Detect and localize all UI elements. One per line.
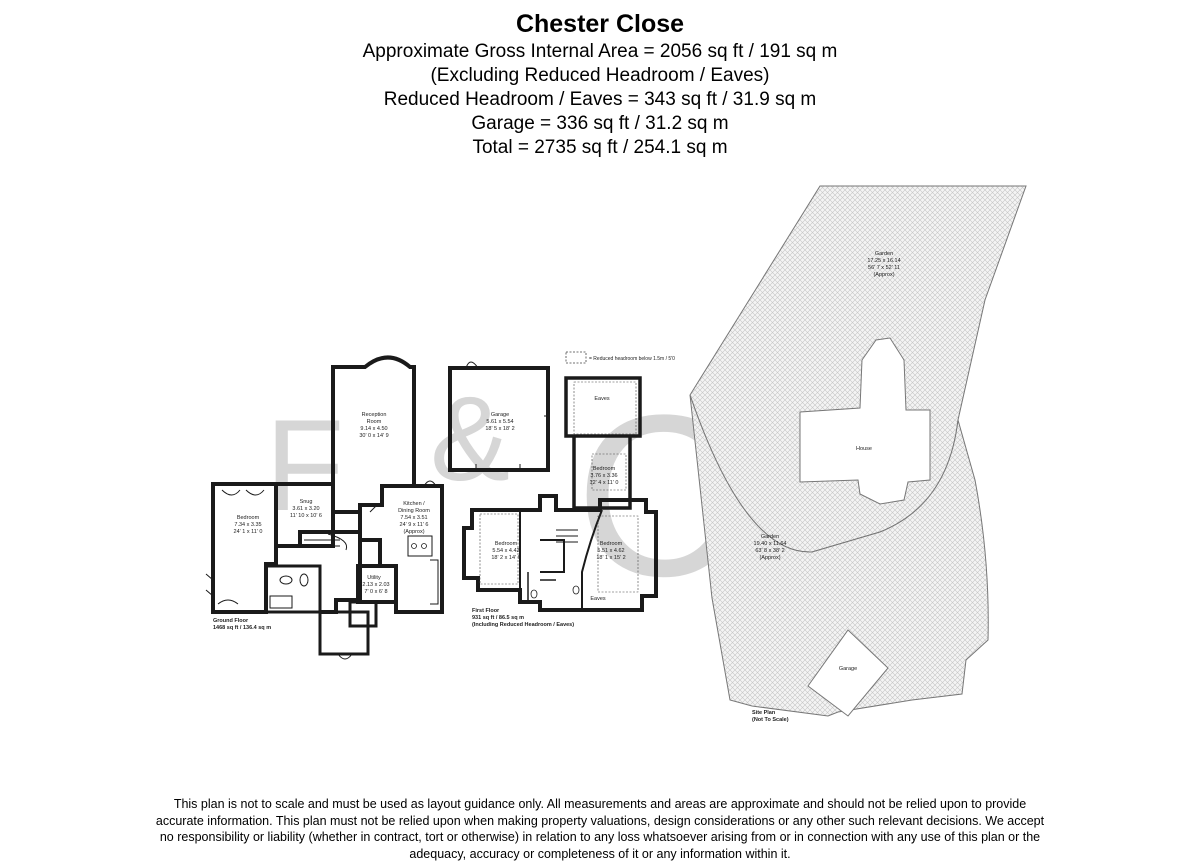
site-garden-bottom-metric: 19.40 x 11.64 bbox=[754, 541, 787, 547]
reduced-headroom-area: Reduced Headroom / Eaves = 343 sq ft / 3… bbox=[383, 89, 817, 110]
ground-floor-area: 1468 sq ft / 136.4 sq m bbox=[213, 625, 271, 631]
reception-imperial: 30' 0 x 14' 9 bbox=[359, 433, 388, 439]
eaves-top-walls bbox=[564, 376, 642, 438]
legend-text: = Reduced headroom below 1.5m / 5'0 bbox=[589, 356, 675, 362]
first-floor-main-walls bbox=[462, 494, 658, 612]
bathroom-toilet bbox=[299, 573, 309, 587]
site-plan: Garden 17.25 x 16.14 56' 7 x 52' 11 (App… bbox=[689, 185, 1027, 723]
reception-name-2: Room bbox=[367, 419, 382, 425]
garage-imperial: 18' 5 x 18' 2 bbox=[485, 426, 514, 432]
bedroom-top-imperial: 12' 4 x 11' 0 bbox=[590, 480, 619, 486]
first-floor-area: 931 sq ft / 86.5 sq m bbox=[472, 615, 524, 621]
utility-metric: 2.13 x 2.03 bbox=[362, 582, 389, 588]
site-garden-bottom-imperial: 63' 8 x 38' 2 bbox=[755, 548, 784, 554]
site-plan-scale-note: (Not To Scale) bbox=[752, 717, 789, 723]
bedroom-top-name: Bedroom bbox=[593, 466, 616, 472]
bedroom-left-imperial: 18' 2 x 14' 6 bbox=[491, 555, 520, 561]
first-floor-bathroom bbox=[527, 572, 556, 604]
reception-metric: 9.14 x 4.50 bbox=[360, 426, 387, 432]
garage-metric: 5.61 x 5.54 bbox=[486, 419, 513, 425]
bedroom-right-imperial: 18' 1 x 15' 2 bbox=[596, 555, 625, 561]
bedroom-gf-imperial: 24' 1 x 11' 0 bbox=[234, 529, 263, 535]
plan-header: Chester Close Approximate Gross Internal… bbox=[0, 8, 1200, 160]
site-garden-top-imperial: 56' 7 x 52' 11 bbox=[868, 265, 900, 271]
front-door-arc bbox=[337, 653, 353, 660]
site-garden-top-note: (Approx) bbox=[873, 272, 894, 278]
site-garage-outline bbox=[807, 629, 889, 717]
ground-doors bbox=[205, 480, 437, 605]
bathroom-basin bbox=[279, 575, 293, 585]
site-garden-top-metric: 17.25 x 16.14 bbox=[867, 258, 900, 264]
bedroom-gf-name: Bedroom bbox=[237, 515, 260, 521]
kitchen-island bbox=[407, 535, 433, 557]
svg-text:&: & bbox=[430, 372, 510, 506]
kitchen-metric: 7.54 x 3.51 bbox=[400, 515, 427, 521]
site-garden-bottom bbox=[689, 394, 989, 717]
stairs bbox=[304, 533, 348, 551]
gross-internal-area: Approximate Gross Internal Area = 2056 s… bbox=[362, 41, 838, 62]
site-garage-name: Garage bbox=[839, 666, 857, 672]
garage-plan bbox=[448, 361, 550, 472]
site-house-name: House bbox=[856, 446, 872, 452]
first-floor-eaves-hatch bbox=[479, 381, 639, 593]
ground-floor-labels: Reception Room 9.14 x 4.50 30' 0 x 14' 9… bbox=[213, 412, 430, 631]
reduced-headroom-legend: = Reduced headroom below 1.5m / 5'0 bbox=[565, 351, 675, 364]
first-floor-note: (Including Reduced Headroom / Eaves) bbox=[472, 622, 574, 628]
bedroom-gf-metric: 7.34 x 3.35 bbox=[234, 522, 261, 528]
bedroom-right-name: Bedroom bbox=[600, 541, 623, 547]
site-garden-bottom-name: Garden bbox=[761, 534, 779, 540]
first-floor-plan bbox=[462, 376, 658, 612]
site-garden-bottom-note: (Approx) bbox=[759, 555, 780, 561]
bathroom-bath bbox=[269, 595, 293, 609]
kitchen-name-2: Dining Room bbox=[398, 508, 430, 514]
site-garden-top-name: Garden bbox=[875, 251, 893, 257]
first-floor-bedroom-divisions bbox=[519, 509, 603, 610]
kitchen-note: (Approx) bbox=[403, 529, 424, 535]
total-area: Total = 2735 sq ft / 254.1 sq m bbox=[472, 137, 728, 158]
bedroom-right-metric: 5.51 x 4.62 bbox=[597, 548, 624, 554]
garage-labels: Garage 5.61 x 5.54 18' 5 x 18' 2 bbox=[485, 412, 514, 432]
eaves-bottom-name: Eaves bbox=[590, 596, 606, 602]
kitchen-name: Kitchen / bbox=[403, 501, 425, 507]
site-house-outline bbox=[799, 337, 931, 505]
gross-area-note: (Excluding Reduced Headroom / Eaves) bbox=[430, 65, 770, 86]
site-plan-label: Site Plan bbox=[752, 710, 776, 716]
page-title: Chester Close bbox=[515, 10, 685, 38]
snug-imperial: 11' 10 x 10' 6 bbox=[290, 513, 322, 519]
wc-walls bbox=[348, 600, 378, 628]
garage-door-marks bbox=[475, 415, 548, 470]
snug-name: Snug bbox=[300, 499, 313, 505]
eaves-top-name: Eaves bbox=[594, 396, 610, 402]
bedroom-top-metric: 3.76 x 3.36 bbox=[590, 473, 617, 479]
porch-walls bbox=[318, 610, 370, 656]
utility-name: Utility bbox=[367, 575, 381, 581]
kitchen-imperial: 24' 9 x 11' 6 bbox=[400, 522, 429, 528]
garage-door-arc bbox=[465, 361, 479, 369]
bedroom-walls bbox=[211, 482, 278, 614]
bathroom-walls bbox=[264, 564, 322, 614]
ground-floor-plan bbox=[205, 355, 444, 660]
first-floor-labels: Eaves Bedroom 3.76 x 3.36 12' 4 x 11' 0 … bbox=[472, 396, 626, 628]
first-floor-label: First Floor bbox=[472, 608, 500, 614]
disclaimer-text: This plan is not to scale and must be us… bbox=[155, 797, 1045, 861]
garage-walls bbox=[448, 366, 550, 472]
bedroom-left-metric: 5.54 x 4.42 bbox=[492, 548, 519, 554]
kitchen-worktop bbox=[430, 559, 439, 605]
utility-imperial: 7' 0 x 6' 8 bbox=[364, 589, 387, 595]
snug-metric: 3.61 x 3.20 bbox=[292, 506, 319, 512]
bedroom-left-name: Bedroom bbox=[495, 541, 518, 547]
garage-name: Garage bbox=[491, 412, 509, 418]
garage-area: Garage = 336 sq ft / 31.2 sq m bbox=[471, 113, 729, 134]
ground-floor-label: Ground Floor bbox=[213, 618, 249, 624]
first-floor-stairs bbox=[556, 529, 578, 543]
agency-watermark: F & C bbox=[265, 367, 741, 624]
reception-name: Reception bbox=[362, 412, 387, 418]
